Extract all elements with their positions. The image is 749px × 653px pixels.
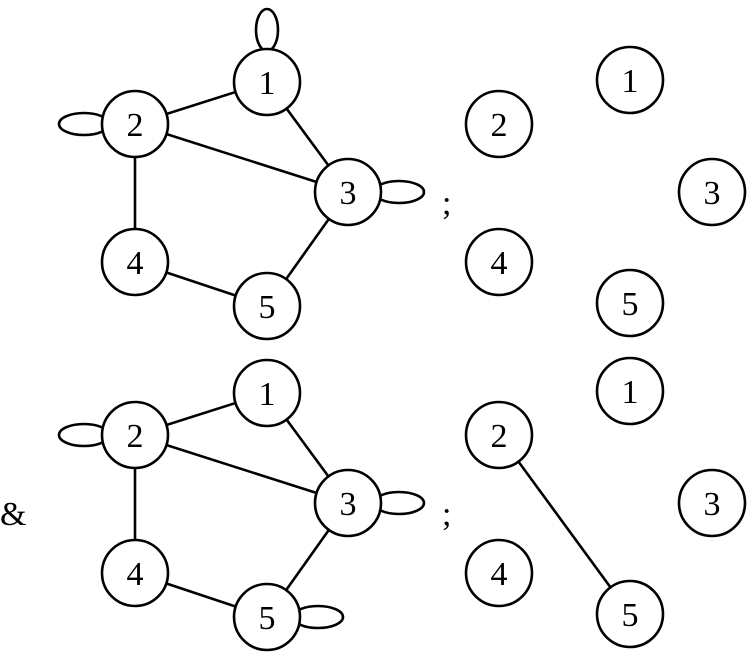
row-2-prefix: & [0, 496, 26, 533]
row-1-left-node-4-circle [100, 227, 170, 297]
row-1-right-node-3-label: 3 [704, 175, 721, 212]
row-2-right-node-1-label: 1 [622, 374, 639, 411]
row-1-right-node-2-circle [464, 89, 534, 159]
row-1-right-node-1-label: 1 [622, 63, 639, 100]
row-2-right-graph: 1 2 3 4 5 [464, 356, 747, 649]
row-2-right-node-2: 2 [464, 400, 534, 470]
row-1-left-node-3-label: 3 [340, 175, 357, 212]
row-1-separator: ; [442, 185, 451, 222]
row-2: & 1 2 3 4 5 ; 1 2 3 4 5 [0, 356, 747, 652]
row-1-left-node-3: 3 [313, 157, 383, 227]
row-1-left-node-5-circle [232, 271, 302, 341]
row-2-left-node-2: 2 [100, 400, 170, 470]
row-2-left-node-4: 4 [100, 538, 170, 608]
row-2-left-node-1: 1 [232, 358, 302, 428]
row-2-left-node-1-circle [232, 358, 302, 428]
row-1-left-edge-2-3 [134, 122, 349, 194]
row-1-right-node-3: 3 [677, 157, 747, 227]
row-2-left-node-3-label: 3 [340, 486, 357, 523]
row-2-right-node-3: 3 [677, 468, 747, 538]
row-2-left-node-5: 5 [232, 582, 302, 652]
row-1-left-graph: 1 2 3 4 5 [57, 7, 426, 341]
row-1-left-node-5-label: 5 [259, 289, 276, 326]
row-1-right-node-3-circle [677, 157, 747, 227]
row-1-left-node-1: 1 [232, 47, 302, 117]
row-2-right-node-5-circle [595, 579, 665, 649]
row-1-left-node-4: 4 [100, 227, 170, 297]
row-2-right-node-4-label: 4 [491, 556, 508, 593]
row-1: 1 2 3 4 5 ; 1 2 3 4 5 [57, 7, 747, 341]
row-2-left-node-4-label: 4 [127, 556, 144, 593]
row-2-left-node-3: 3 [313, 468, 383, 538]
row-2-left-node-4-circle [100, 538, 170, 608]
row-2-left-graph: 1 2 3 4 5 [57, 358, 426, 652]
row-1-right-node-2-label: 2 [491, 107, 508, 144]
row-2-right-node-2-circle [464, 400, 534, 470]
row-1-left-node-4-label: 4 [127, 245, 144, 282]
row-1-right-node-5: 5 [595, 268, 665, 338]
row-1-right-node-5-label: 5 [622, 286, 639, 323]
row-1-right-node-4-label: 4 [491, 245, 508, 282]
row-2-right-node-4: 4 [464, 538, 534, 608]
row-2-left-node-3-circle [313, 468, 383, 538]
row-1-left-node-1-label: 1 [259, 65, 276, 102]
row-1-right-node-1-circle [595, 45, 665, 115]
row-2-right-node-1: 1 [595, 356, 665, 426]
row-2-left-node-1-label: 1 [259, 376, 276, 413]
row-1-left-node-2-circle [100, 89, 170, 159]
row-1-right-node-2: 2 [464, 89, 534, 159]
row-2-separator: ; [442, 496, 451, 533]
row-2-right-node-3-circle [677, 468, 747, 538]
row-1-right-node-4-circle [464, 227, 534, 297]
row-1-left-node-2: 2 [100, 89, 170, 159]
row-2-right-node-3-label: 3 [704, 486, 721, 523]
row-1-left-node-5: 5 [232, 271, 302, 341]
row-2-left-node-5-circle [232, 582, 302, 652]
row-1-left-node-1-circle [232, 47, 302, 117]
row-1-right-node-1: 1 [595, 45, 665, 115]
row-2-right-node-5-label: 5 [622, 597, 639, 634]
row-1-right-node-5-circle [595, 268, 665, 338]
row-2-right-node-2-label: 2 [491, 418, 508, 455]
row-1-right-node-4: 4 [464, 227, 534, 297]
row-2-left-node-5-label: 5 [259, 600, 276, 637]
row-1-left-node-2-label: 2 [127, 107, 144, 144]
row-2-right-node-1-circle [595, 356, 665, 426]
row-2-right-node-4-circle [464, 538, 534, 608]
row-2-left-edge-2-3 [134, 433, 349, 505]
row-2-right-node-5: 5 [595, 579, 665, 649]
row-2-left-node-2-circle [100, 400, 170, 470]
row-1-right-graph: 1 2 3 4 5 [464, 45, 747, 338]
row-2-left-node-2-label: 2 [127, 418, 144, 455]
row-1-left-loop-1 [254, 7, 280, 53]
row-2-right-edge-2-5 [497, 434, 632, 615]
row-1-left-node-3-circle [313, 157, 383, 227]
